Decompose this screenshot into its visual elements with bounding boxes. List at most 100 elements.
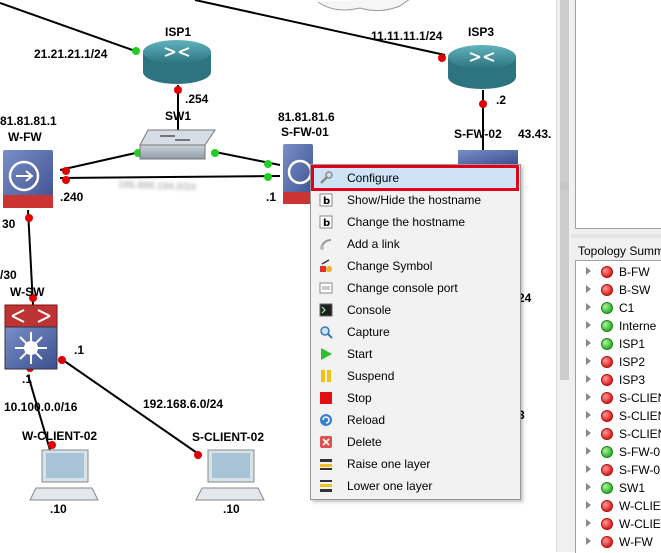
pause-icon [321,370,331,382]
link-wsw-wclient [27,374,51,451]
menu-item-change-console-port[interactable]: Change console port [313,277,517,299]
menu-item-console[interactable]: Console [313,299,517,321]
link-wfw-wsw [27,209,34,306]
topology-summary-title: Topology Summar [578,244,661,258]
reload-icon [320,414,332,426]
internet-cloud[interactable] [317,0,412,12]
topology-item[interactable]: C1 [576,299,661,317]
expand-arrow-icon[interactable] [586,285,591,293]
menu-item-change-symbol[interactable]: Change Symbol [313,255,517,277]
scrollbar-thumb[interactable] [560,0,569,380]
w-client-02-hostname: W-CLIENT-02 [22,429,98,443]
canvas-vertical-scrollbar[interactable] [556,0,572,552]
expand-arrow-icon[interactable] [586,411,591,419]
s-fw-01-firewall[interactable] [283,144,313,204]
expand-arrow-icon[interactable] [586,321,591,329]
expand-arrow-icon[interactable] [586,303,591,311]
menu-item-stop[interactable]: Stop [313,387,517,409]
topology-summary-list[interactable]: B-FW B-SW C1 Interne ISP1 ISP2 ISP3 S-CL… [575,260,661,553]
lower-layer-icon [320,480,332,492]
topology-item[interactable]: S-FW-0 [576,443,661,461]
expand-arrow-icon[interactable] [586,393,591,401]
menu-item-delete[interactable]: Delete [313,431,517,453]
topology-item[interactable]: SW1 [576,479,661,497]
topology-item[interactable]: S-CLIEN [576,389,661,407]
expand-arrow-icon[interactable] [586,537,591,545]
topology-item[interactable]: S-CLIEN [576,407,661,425]
s-client-02-pc[interactable] [195,449,265,501]
topology-item[interactable]: ISP2 [576,353,661,371]
upper-dock-pane [575,0,661,229]
status-red-icon [601,266,613,278]
delete-icon [320,436,332,448]
menu-item-reload[interactable]: Reload [313,409,517,431]
s-fw-02-ip-label: 43.43. [518,127,552,141]
console-port-icon [319,282,333,294]
menu-item-change-hostname[interactable]: b Change the hostname [313,211,517,233]
topology-item[interactable]: S-FW-0 [576,461,661,479]
expand-arrow-icon[interactable] [586,519,591,527]
menu-item-raise-layer[interactable]: Raise one layer [313,453,517,475]
menu-item-start[interactable]: Start [313,343,517,365]
s-fw-01-hostname: S-FW-01 [281,125,329,139]
sw1-hostname: SW1 [164,109,192,123]
w-fw-port-label: .240 [60,190,84,204]
topology-item[interactable]: W-FW [576,533,661,551]
topology-item[interactable]: S-CLIEN [576,425,661,443]
expand-arrow-icon[interactable] [586,465,591,473]
status-red-icon [601,536,613,548]
status-green-icon [601,320,613,332]
w-sw-hostname: W-SW [10,285,45,299]
expand-arrow-icon[interactable] [586,429,591,437]
status-red-icon [601,500,613,512]
isp3-router[interactable] [448,45,516,89]
menu-item-lower-layer[interactable]: Lower one layer [313,475,517,497]
dock-splitter[interactable] [571,234,661,238]
w-sw-port-label-2: .1 [22,372,33,386]
menu-item-suspend[interactable]: Suspend [313,365,517,387]
topology-item[interactable]: ISP3 [576,371,661,389]
menu-item-configure[interactable]: Configure [311,165,519,191]
link-wsw-sclient [59,357,201,456]
isp1-router[interactable] [143,40,211,84]
menu-item-show-hide-hostname[interactable]: b Show/Hide the hostname [313,189,517,211]
menu-item-capture[interactable]: Capture [313,321,517,343]
play-icon [321,348,332,360]
symbol-icon [320,259,332,272]
status-red-icon [601,284,613,296]
links [0,0,484,456]
w-client-02-pc[interactable] [29,449,99,501]
expand-arrow-icon[interactable] [586,267,591,275]
topology-item[interactable]: B-SW [576,281,661,299]
status-green-icon [601,446,613,458]
expand-arrow-icon[interactable] [586,501,591,509]
menu-item-add-link[interactable]: Add a link [313,233,517,255]
status-green-icon [601,482,613,494]
node-context-menu: Configure b Show/Hide the hostname b Cha… [310,164,521,500]
w-link-mask-label: /30 [0,268,17,282]
expand-arrow-icon[interactable] [586,375,591,383]
w-fw-ip-label: 81.81.81.1 [0,114,57,128]
expand-arrow-icon[interactable] [586,339,591,347]
expand-arrow-icon[interactable] [586,357,591,365]
status-green-icon [601,338,613,350]
link-wfw-sfw [59,175,281,179]
topology-item[interactable]: W-CLIE [576,515,661,533]
magnifier-icon [320,326,333,339]
expand-arrow-icon[interactable] [586,447,591,455]
topology-item[interactable]: B-FW [576,263,661,281]
svg-text:b: b [323,218,330,229]
topology-item[interactable]: W-CLIE [576,497,661,515]
isp1-network-label: 21.21.21.1/24 [34,47,108,61]
w-fw-firewall[interactable] [3,150,53,208]
s-network-label: 192.168.6.0/24 [143,397,224,411]
status-red-icon [601,428,613,440]
sw1-switch[interactable] [139,129,216,160]
w-sw-switch[interactable] [4,304,58,370]
hostname-toggle-icon: b [319,193,333,207]
expand-arrow-icon[interactable] [586,483,591,491]
link-isp1 [0,2,139,53]
topology-item[interactable]: ISP1 [576,335,661,353]
topology-item[interactable]: Interne [576,317,661,335]
s-fw-02-firewall[interactable] [458,150,518,164]
